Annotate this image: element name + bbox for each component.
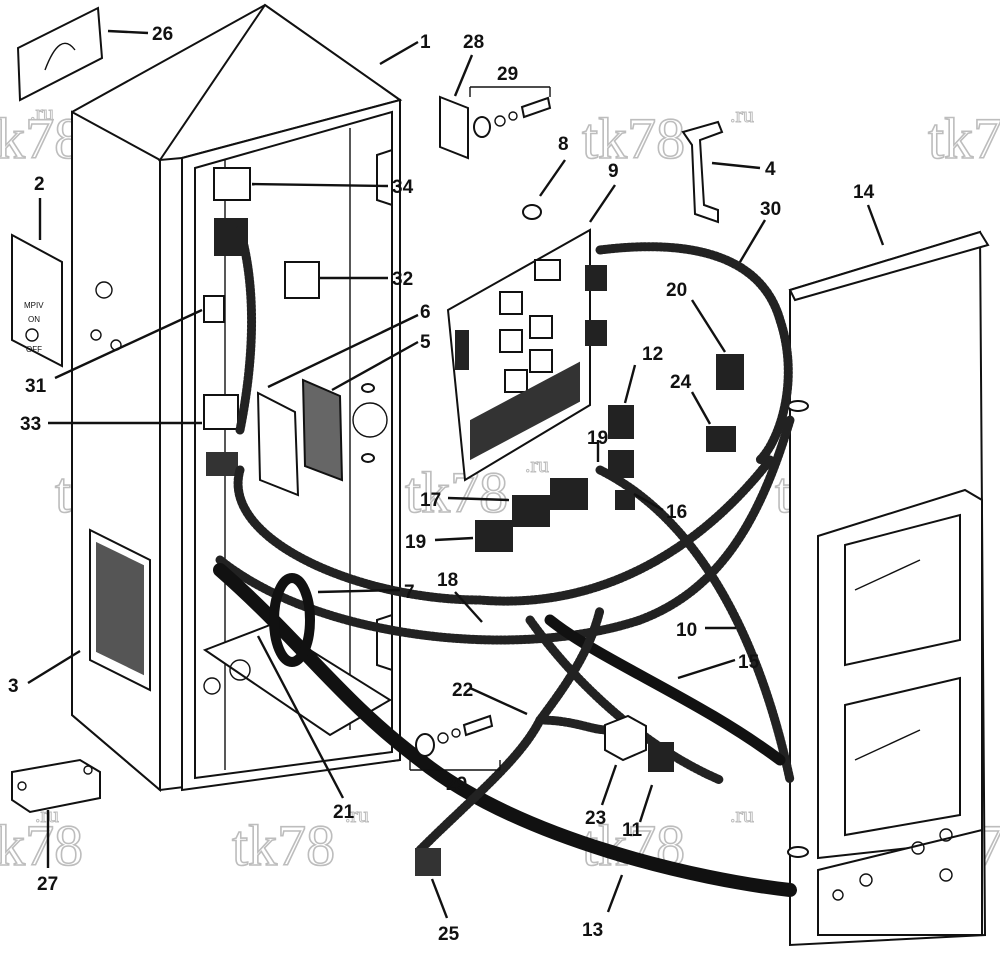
decal (89, 528, 151, 692)
callout-19: 19 (405, 532, 426, 553)
connector-16 (615, 490, 635, 510)
callout-28: 28 (463, 32, 484, 53)
callout-5: 5 (420, 332, 431, 353)
callout-9: 9 (608, 161, 619, 182)
callout-13: 13 (582, 920, 603, 941)
callout-18: 18 (437, 570, 458, 591)
connector-24 (706, 426, 736, 452)
door-panel (787, 230, 990, 947)
breaker-connector (206, 452, 238, 476)
callout-24: 24 (670, 372, 692, 393)
watermark-tk78: tk78 (928, 106, 1000, 171)
circuit-board (446, 228, 607, 482)
watermark-tk78: tk78 (0, 106, 83, 171)
watermark-tk78: tk78 (232, 813, 335, 878)
watermark-ru: .ru (525, 452, 549, 477)
callout-17: 17 (420, 490, 441, 511)
spacer (522, 204, 542, 220)
callout-16: 16 (666, 502, 687, 523)
callout-2: 2 (34, 174, 45, 195)
callout-26: 26 (152, 24, 173, 45)
fastener (361, 453, 375, 463)
plate-text-off: OFF (26, 345, 42, 354)
watermark-ru: .ru (730, 102, 754, 127)
callout-12: 12 (642, 344, 663, 365)
watermark-ru: .ru (30, 100, 54, 125)
watermark-tk78: tk78 (405, 460, 508, 525)
callout-25: 25 (438, 924, 460, 945)
callout-33: 33 (20, 414, 41, 435)
toggle-switch-31 (203, 295, 225, 323)
connector-19 (475, 520, 513, 552)
callout-31: 31 (25, 376, 47, 397)
connector-12 (608, 405, 634, 439)
callout-1: 1 (420, 32, 431, 53)
watermark-ru: .ru (345, 802, 369, 827)
callout-4: 4 (765, 159, 776, 180)
callout-32: 32 (392, 269, 413, 290)
bottom-hardware (409, 714, 501, 771)
relay-32 (284, 261, 320, 299)
wiring-harnesses (213, 225, 797, 897)
callout-22: 22 (452, 680, 473, 701)
plate-text-mpiv: MPIV (24, 301, 44, 310)
fastener (361, 383, 375, 393)
callout-14: 14 (853, 182, 875, 203)
connector-11 (648, 742, 674, 772)
callout-11: 11 (622, 820, 643, 841)
callout-21: 21 (333, 802, 355, 823)
callout-29: 29 (497, 64, 518, 85)
toggle-switch-25 (415, 848, 441, 876)
bottom-bracket (11, 758, 101, 814)
callout-23: 23 (585, 808, 606, 829)
connector-20 (716, 354, 744, 390)
callout-6: 6 (420, 302, 431, 323)
callout-10: 10 (676, 620, 697, 641)
connector-19 (608, 450, 634, 478)
top-bracket (16, 6, 104, 102)
watermark-tk78: tk78 (582, 106, 685, 171)
plate-text-on: ON (28, 315, 40, 324)
callout-labels: 26 1 2 3 4 5 6 7 8 9 10 11 12 13 14 15 1… (8, 24, 875, 945)
callout-30: 30 (760, 199, 781, 220)
callout-8: 8 (558, 134, 569, 155)
connectors (415, 354, 744, 876)
callout-19: 19 (587, 428, 608, 449)
connector-17 (512, 495, 550, 527)
callout-3: 3 (8, 676, 19, 697)
circuit-breaker-33 (203, 394, 239, 430)
filter-bracket (256, 391, 300, 497)
connector-23 (604, 714, 647, 762)
callout-15: 15 (738, 652, 760, 673)
top-hardware (439, 86, 552, 160)
switch-label-plate: MPIV ON OFF (11, 233, 63, 368)
relay-34 (213, 167, 251, 201)
watermark-tk78: tk78 (0, 813, 83, 878)
callout-29: 29 (446, 774, 467, 795)
watermark-ru: .ru (730, 802, 754, 827)
filter (301, 378, 344, 482)
mounting-bracket (681, 120, 724, 224)
callout-20: 20 (666, 280, 687, 301)
callout-27: 27 (37, 874, 58, 895)
callout-34: 34 (392, 177, 414, 198)
grommet (269, 573, 315, 667)
connector-19 (550, 478, 588, 510)
callout-7: 7 (404, 582, 415, 603)
leader-arrows (27, 29, 885, 919)
